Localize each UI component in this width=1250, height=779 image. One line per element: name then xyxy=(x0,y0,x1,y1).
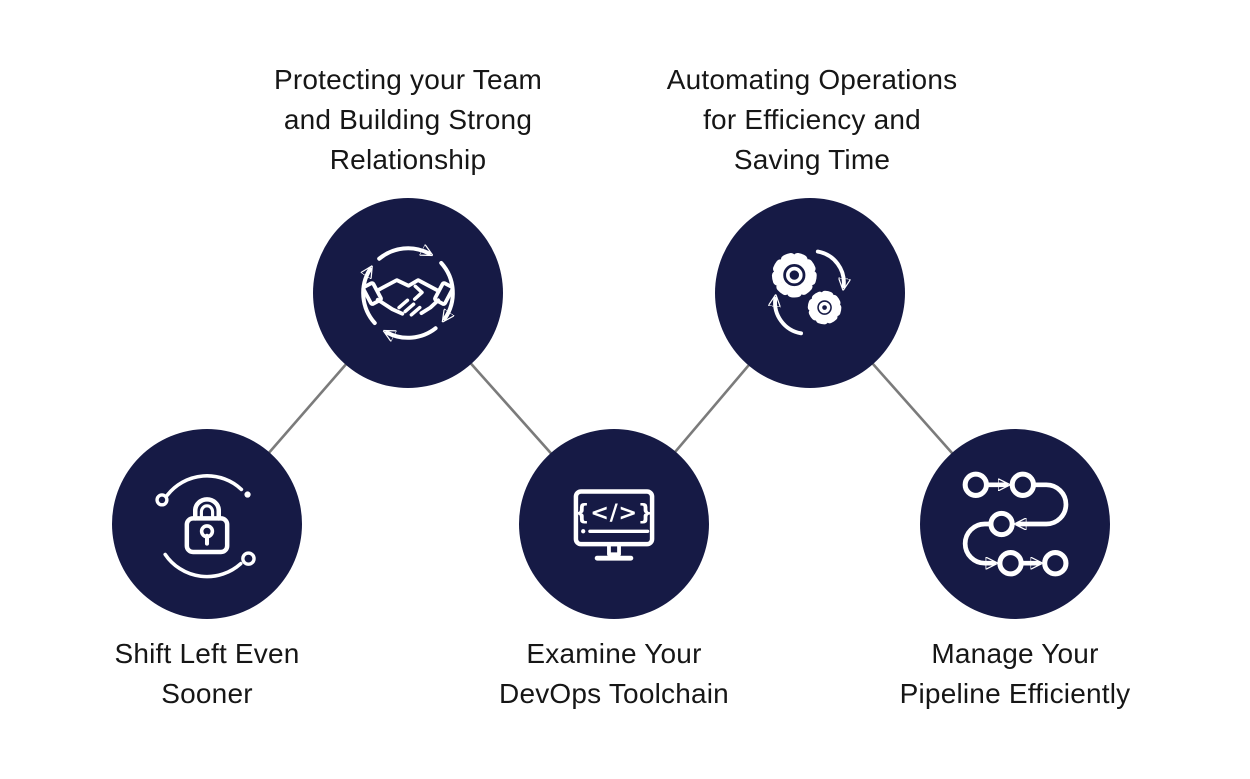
node-circle-examine-toolchain: {</>} xyxy=(519,429,709,619)
node-circle-protect-team xyxy=(313,198,503,388)
node-label-shift-left: Shift Left Even Sooner xyxy=(114,638,300,709)
lock-security-cycle-icon xyxy=(155,474,256,579)
handshake-cycle-icon xyxy=(352,237,455,349)
node-label-examine-toolchain: Examine Your DevOps Toolchain xyxy=(499,638,729,709)
code-monitor-icon: {</>} xyxy=(573,489,655,561)
node-label-protect-team: Protecting your Team and Building Strong… xyxy=(273,64,543,175)
code-snippet-text: {</>} xyxy=(574,500,654,526)
pipeline-flow-icon xyxy=(962,471,1069,577)
node-circle-shift-left xyxy=(112,429,302,619)
node-circle-automate-ops xyxy=(715,198,905,388)
node-circle-manage-pipeline xyxy=(920,429,1110,619)
gears-sync-icon xyxy=(754,249,866,336)
node-label-manage-pipeline: Manage Your Pipeline Efficiently xyxy=(899,638,1131,709)
node-label-automate-ops: Automating Operations for Efficiency and… xyxy=(666,64,958,175)
